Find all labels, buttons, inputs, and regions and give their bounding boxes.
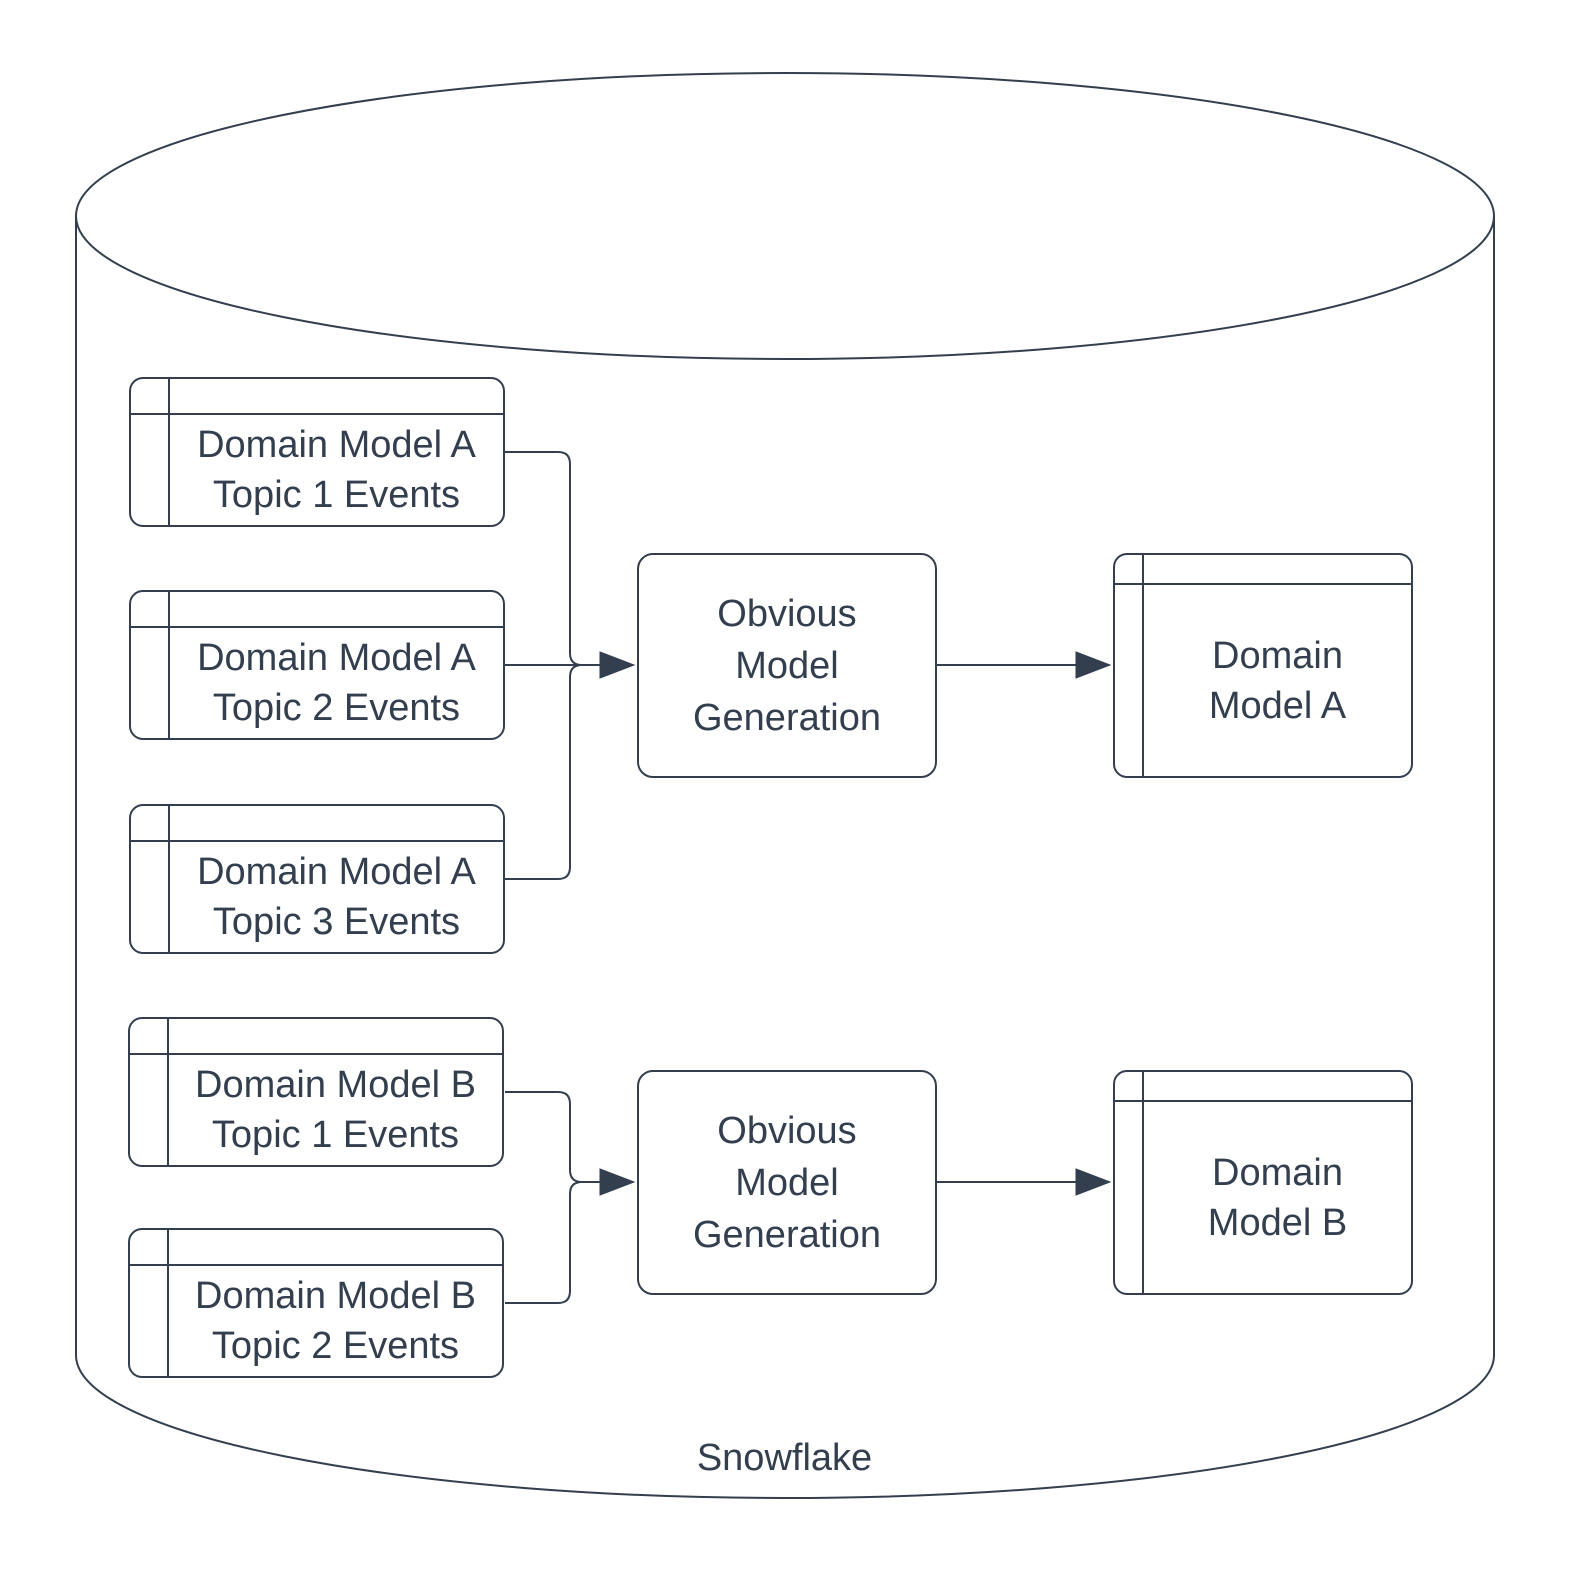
table-left-column-strip — [130, 1230, 169, 1376]
table-header-strip — [1115, 555, 1411, 585]
event-table-b-topic2-label: Domain Model B Topic 2 Events — [195, 1275, 476, 1367]
table-left-column-strip — [131, 379, 170, 525]
table-left-column-strip — [130, 1019, 169, 1165]
arrowhead-a-merge — [599, 651, 636, 679]
database-cylinder — [75, 72, 1495, 1499]
process-box-a: Obvious Model Generation — [637, 553, 937, 778]
output-table-domain-model-b-label: Domain Model B — [1207, 1151, 1348, 1244]
event-table-b-topic2: Domain Model B Topic 2 Events — [128, 1228, 504, 1378]
connector-b-topic1 — [505, 1091, 600, 1183]
table-left-column-strip — [131, 806, 170, 952]
event-table-a-topic2: Domain Model A Topic 2 Events — [129, 590, 505, 740]
event-table-a-topic3-label: Domain Model A Topic 3 Events — [197, 851, 476, 943]
arrowhead-b-merge — [599, 1168, 636, 1196]
arrowhead-b-output — [1075, 1168, 1112, 1196]
table-left-column-strip — [1115, 555, 1144, 776]
table-header-strip — [131, 592, 503, 628]
event-table-a-topic1: Domain Model A Topic 1 Events — [129, 377, 505, 527]
process-box-b-label: Obvious Model Generation — [692, 1109, 881, 1256]
table-left-column-strip — [131, 592, 170, 738]
event-table-a-topic1-label: Domain Model A Topic 1 Events — [197, 424, 476, 516]
cylinder-bottom-arc — [75, 1354, 1495, 1499]
connectors-group-a — [505, 451, 1112, 880]
database-label: Snowflake — [696, 1437, 873, 1479]
process-box-b: Obvious Model Generation — [637, 1070, 937, 1295]
connector-a-topic1 — [505, 451, 600, 666]
table-header-strip — [130, 1230, 502, 1266]
event-table-b-topic1-label: Domain Model B Topic 1 Events — [195, 1064, 476, 1156]
connector-b-topic2 — [505, 1181, 600, 1304]
cylinder-top-ellipse — [75, 72, 1495, 360]
event-table-a-topic3: Domain Model A Topic 3 Events — [129, 804, 505, 954]
output-table-domain-model-a-label: Domain Model A — [1208, 634, 1347, 727]
connector-a-topic3 — [505, 664, 600, 880]
table-header-strip — [131, 806, 503, 842]
output-table-domain-model-b: Domain Model B — [1113, 1070, 1413, 1295]
event-table-a-topic2-label: Domain Model A Topic 2 Events — [197, 637, 476, 729]
table-header-strip — [130, 1019, 502, 1055]
table-header-strip — [1115, 1072, 1411, 1102]
table-header-strip — [131, 379, 503, 415]
arrowhead-a-output — [1075, 651, 1112, 679]
output-table-domain-model-a: Domain Model A — [1113, 553, 1413, 778]
connectors-group-b — [505, 1091, 1112, 1304]
table-left-column-strip — [1115, 1072, 1144, 1293]
event-table-b-topic1: Domain Model B Topic 1 Events — [128, 1017, 504, 1167]
process-box-a-label: Obvious Model Generation — [692, 592, 881, 739]
